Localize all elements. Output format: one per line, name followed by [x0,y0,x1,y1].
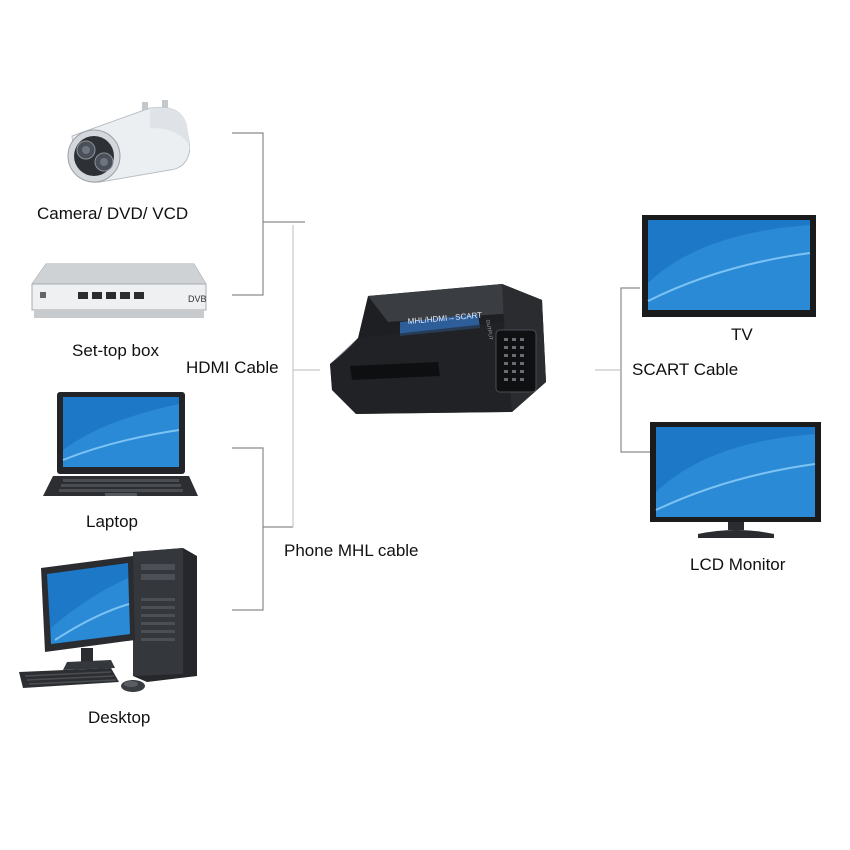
hdmi-bracket-line [232,132,264,296]
desktop-computer-icon [19,548,197,692]
lcd-monitor-label: LCD Monitor [690,555,786,574]
laptop-label: Laptop [86,512,138,531]
set-top-box-label: Set-top box [72,341,159,360]
security-camera-icon [67,100,190,183]
camera-label: Camera/ DVD/ VCD [37,204,189,223]
dvb-logo: DVB [188,294,207,304]
mhl-cable-label: Phone MHL cable [284,541,419,560]
set-top-box-icon: DVB [31,263,207,318]
scart-cable-label: SCART Cable [632,360,739,379]
hdmi-cable-label: HDMI Cable [186,358,279,377]
tv-label: TV [731,325,753,344]
desktop-label: Desktop [88,708,151,727]
converter-side-text: OUTPUT [484,319,493,340]
mhl-bracket-line [232,447,264,611]
lcd-monitor-icon [650,422,821,538]
hdmi-to-scart-converter-icon: MHL/HDMI→SCART OUTPUT [330,284,546,414]
laptop-icon [43,392,198,496]
tv-icon [642,215,816,317]
